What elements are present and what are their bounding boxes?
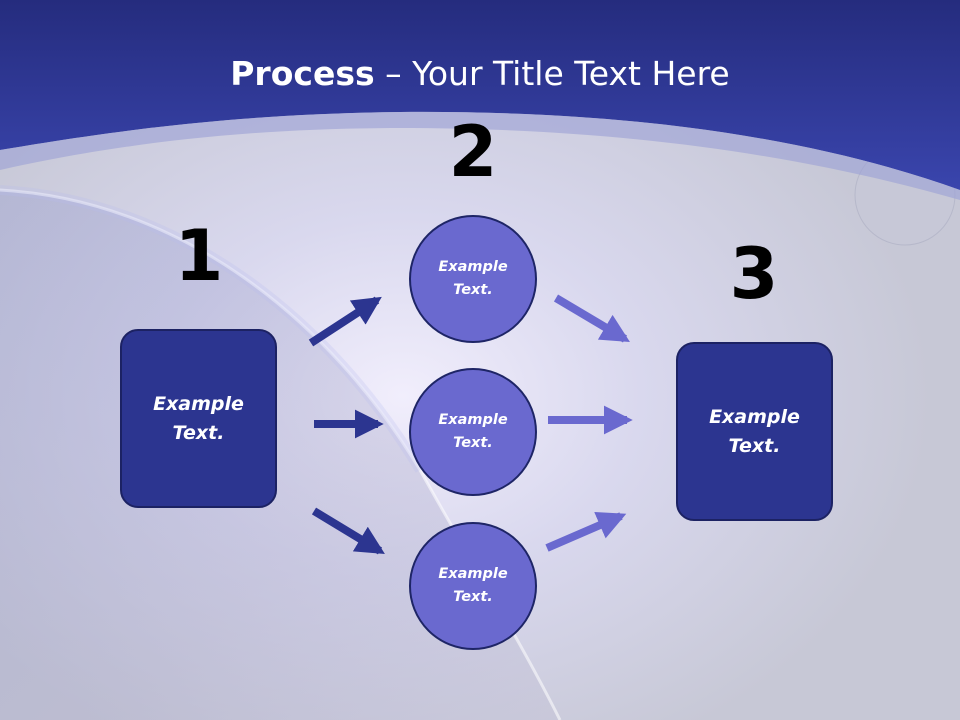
arrow-1-to-bottom [314,511,380,551]
arrow-top-to-3 [556,298,625,339]
arrow-bottom-to-3 [547,516,621,548]
arrow-1-to-top [311,300,377,343]
